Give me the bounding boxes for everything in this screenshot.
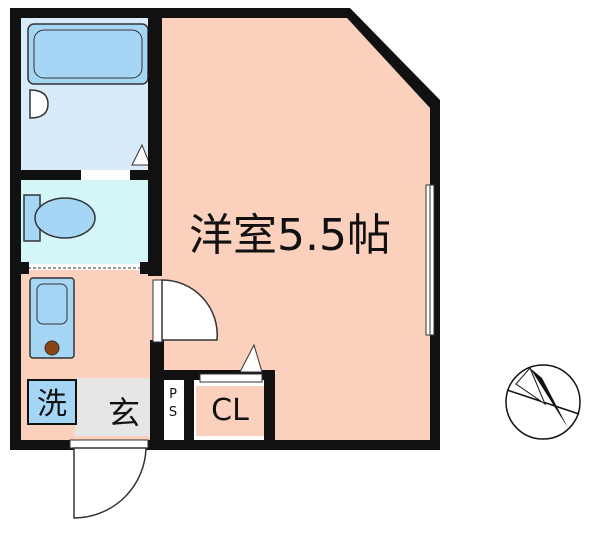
western-room-label: 洋室5.5帖 [189,210,391,261]
bathtub-icon [27,23,149,85]
bath-faucet-icon [29,89,49,119]
washer-box: 洗 [27,379,77,425]
western-room-floor [155,18,430,440]
washbasin-icon [29,277,75,359]
toilet-icon [23,194,96,242]
entrance-floor [75,378,153,436]
room-door [152,279,218,343]
closet-floor [196,386,266,436]
entrance-door [69,439,149,519]
window [425,184,435,336]
north-arrow-icon [505,364,581,440]
pipe-space-label-s: S [169,405,177,420]
closet-door-icon [239,343,263,373]
closet-label: CL [211,393,249,428]
entrance-label: 玄 [108,394,140,432]
bathroom-door-icon [131,143,151,166]
closet-rail [199,373,263,383]
pipe-space-label-p: P [169,387,177,402]
washer-label: 洗 [37,387,67,422]
